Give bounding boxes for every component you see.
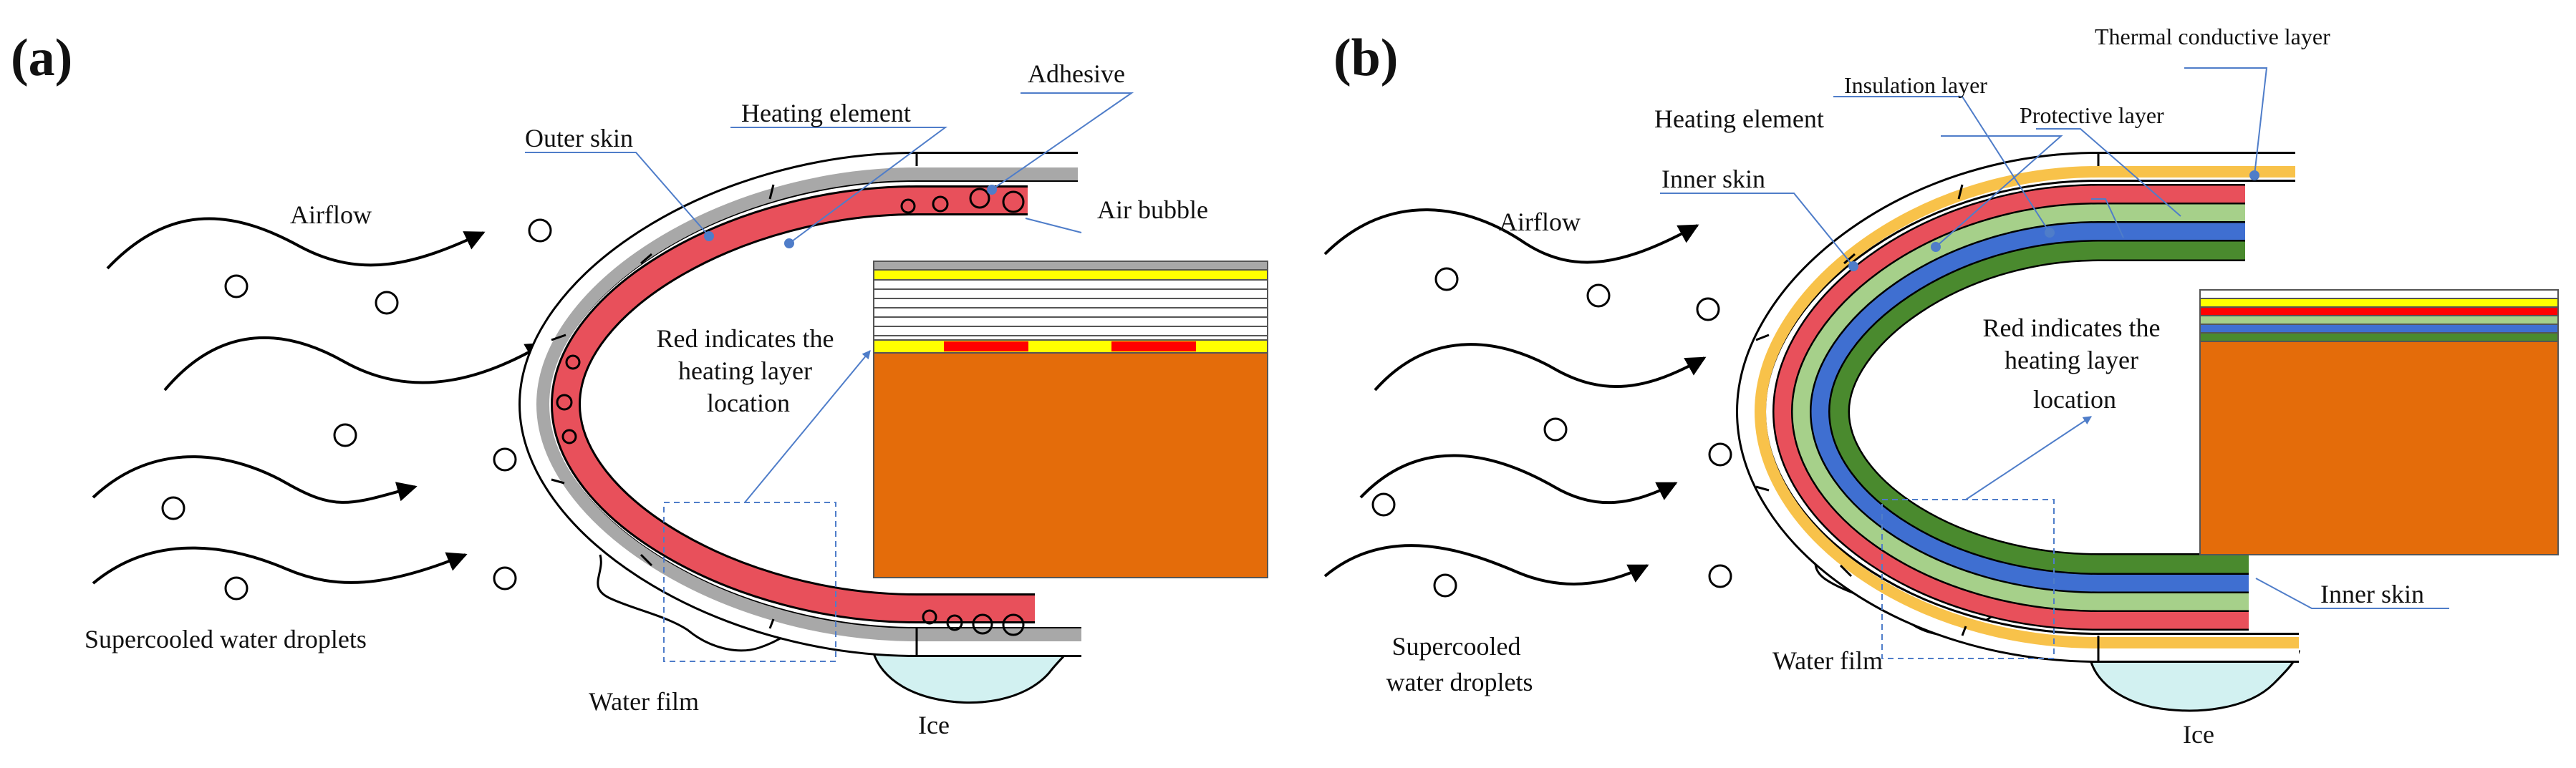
protective-layer-label-b: Protective layer bbox=[2020, 102, 2164, 128]
droplets-a bbox=[161, 218, 552, 601]
thermal-layer-b bbox=[1754, 166, 2299, 648]
layer-stack-a bbox=[873, 261, 1268, 578]
insulation-layer-label-b: Insulation layer bbox=[1844, 72, 1987, 98]
airflow-arrows-a bbox=[92, 217, 546, 585]
ice-label-b: Ice bbox=[2183, 720, 2214, 749]
inner-skin-top-label-b: Inner skin bbox=[1661, 165, 1765, 193]
panel-b-letter: (b) bbox=[1333, 29, 1398, 87]
red-note-b: Red indicates the heating layer location bbox=[1983, 313, 2167, 414]
droplets-label-a: Supercooled water droplets bbox=[85, 625, 367, 653]
inner-skin-bottom-label-b: Inner skin bbox=[2320, 580, 2424, 608]
zoom-box-b bbox=[1881, 499, 2055, 659]
heating-element-label-b: Heating element bbox=[1654, 104, 1824, 133]
air-bubbles-a bbox=[556, 188, 1025, 636]
outer-skin-label-a: Outer skin bbox=[525, 124, 633, 152]
zoom-leader-b bbox=[1965, 416, 2093, 500]
ice-label-a: Ice bbox=[918, 711, 950, 739]
water-film-label-b: Water film bbox=[1772, 646, 1883, 675]
heating-element-label-a: Heating element bbox=[741, 99, 911, 127]
airflow-label-a: Airflow bbox=[290, 200, 372, 229]
panel-b: (b) Airflow Supercooled water droplets W… bbox=[1323, 24, 2559, 749]
leading-edge-a bbox=[518, 152, 1081, 657]
panel-a-letter: (a) bbox=[11, 29, 72, 87]
leaders-b bbox=[1660, 67, 2449, 609]
droplets-b bbox=[1371, 267, 1732, 598]
air-bubble-label-a: Air bubble bbox=[1097, 195, 1208, 224]
leaders-a bbox=[525, 92, 1134, 248]
water-film-label-a: Water film bbox=[589, 687, 699, 716]
thermal-layer-label-b: Thermal conductive layer bbox=[2095, 24, 2330, 49]
red-note-a: Red indicates the heating layer location bbox=[657, 324, 841, 417]
leading-edge-b bbox=[1735, 152, 2299, 663]
zoom-leader-a bbox=[744, 350, 871, 503]
adhesive-label-a: Adhesive bbox=[1028, 59, 1125, 88]
layer-stack-b bbox=[2199, 289, 2559, 555]
airflow-label-b: Airflow bbox=[1499, 208, 1581, 236]
airflow-arrows-b bbox=[1323, 208, 1707, 586]
droplets-label-b: Supercooled water droplets bbox=[1386, 632, 1533, 696]
panel-a: (a) Airflow Supercooled water droplets W… bbox=[11, 29, 1268, 739]
zoom-box-a bbox=[663, 502, 836, 662]
